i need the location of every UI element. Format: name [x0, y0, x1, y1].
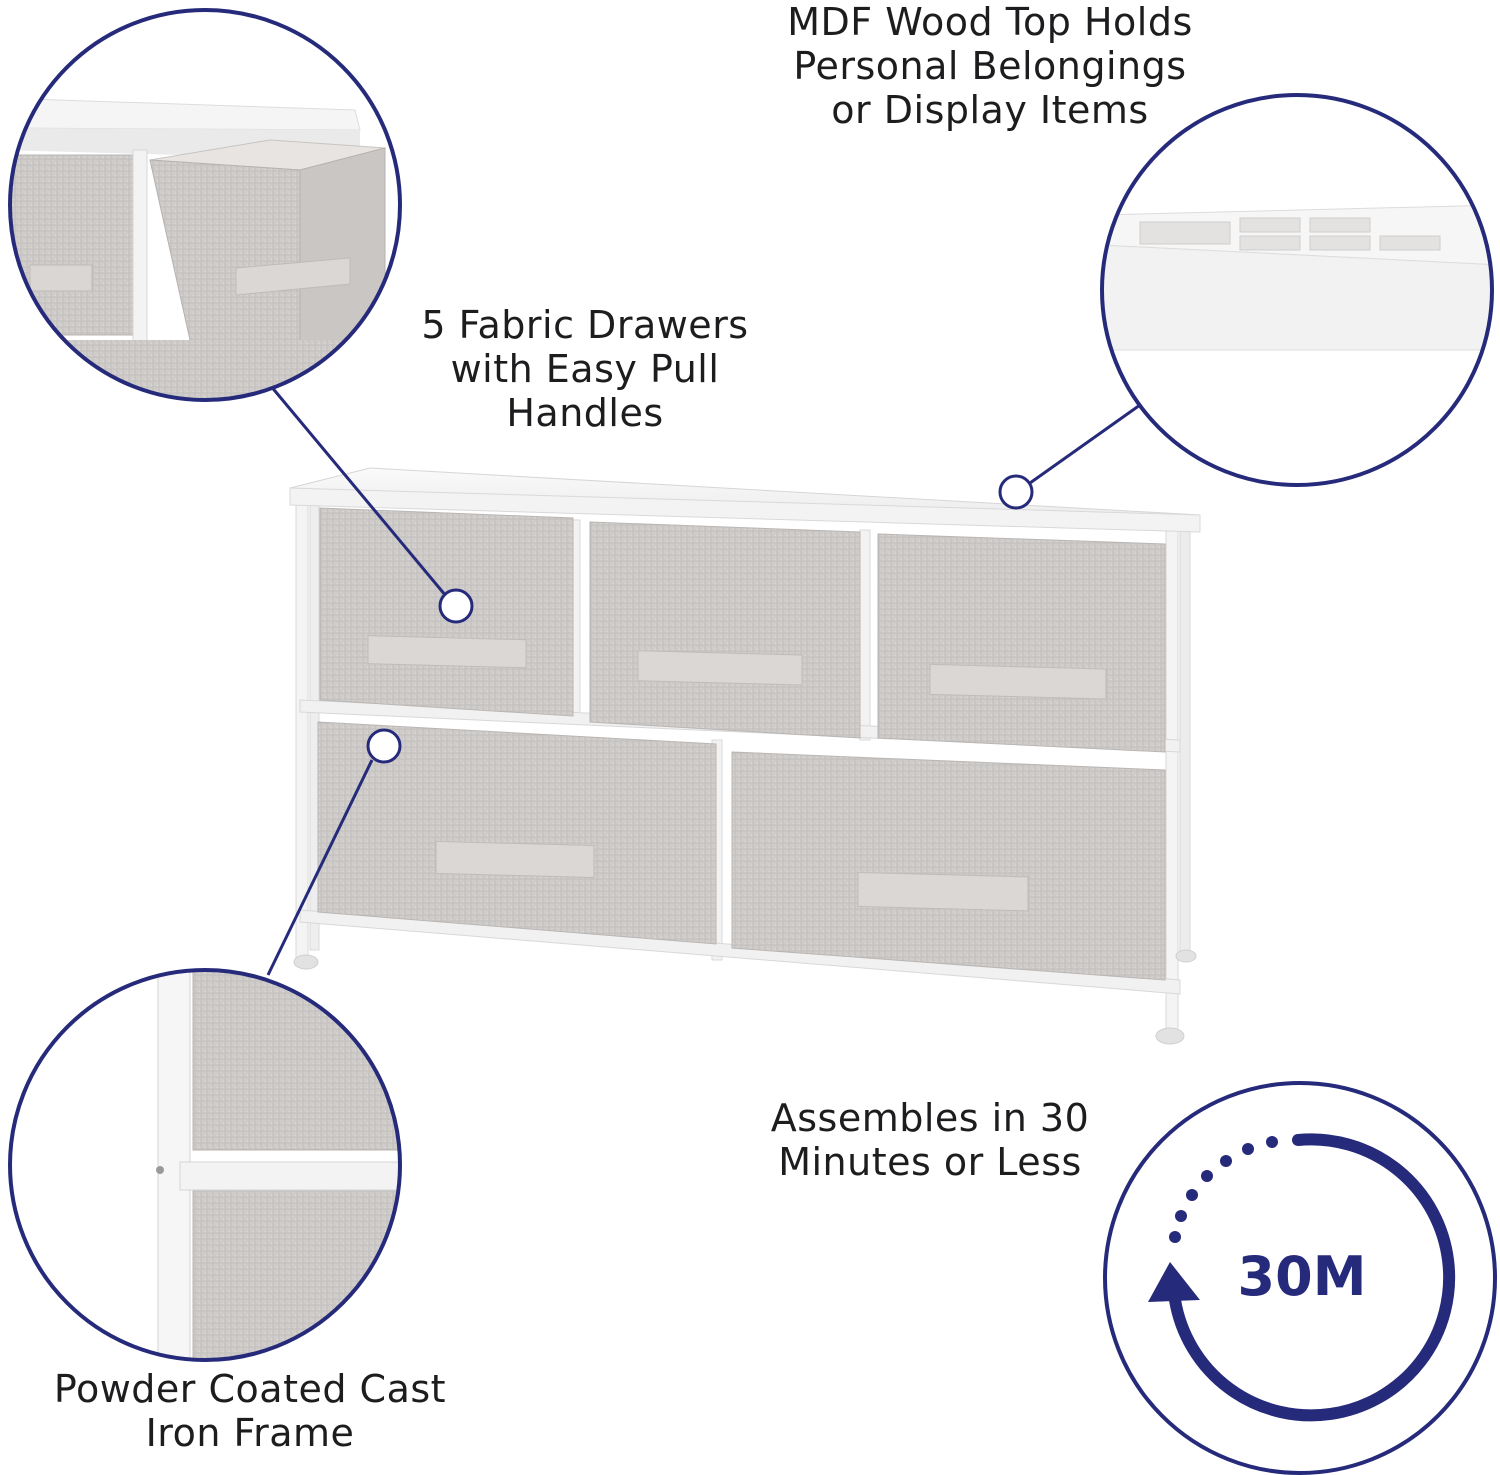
dotted-tail: [1169, 1136, 1278, 1243]
callout-dots: [366, 474, 1034, 764]
detail-circle-drawers: [8, 8, 402, 402]
feature-label-assembly: Assembles in 30 Minutes or Less: [700, 1096, 1160, 1184]
feature-label-top: MDF Wood Top Holds Personal Belongings o…: [700, 0, 1280, 132]
callout-dot-frame: [366, 728, 402, 764]
assembly-timer-badge: 30M: [1103, 1081, 1497, 1475]
feature-line: or Display Items: [831, 88, 1149, 132]
dresser: [289, 467, 1201, 1045]
drawer: [317, 721, 717, 945]
feature-line: Handles: [506, 391, 664, 435]
feature-label-frame: Powder Coated Cast Iron Frame: [0, 1367, 500, 1455]
feature-label-drawers: 5 Fabric Drawers with Easy Pull Handles: [370, 303, 800, 435]
feature-line: Minutes or Less: [778, 1140, 1082, 1184]
feature-line: Iron Frame: [145, 1411, 355, 1455]
callout-dot-drawers: [438, 588, 474, 624]
drawer: [589, 521, 861, 739]
feature-line: Assembles in 30: [770, 1096, 1090, 1140]
feature-line: Powder Coated Cast: [53, 1367, 447, 1411]
feature-line: Personal Belongings: [793, 44, 1187, 88]
detail-circle-frame: [8, 968, 402, 1362]
drawer: [877, 533, 1166, 753]
callout-lines: [266, 384, 1141, 976]
arrow-head-icon: [1148, 1262, 1200, 1302]
badge-text: 30M: [1238, 1245, 1367, 1308]
drawer: [731, 751, 1166, 981]
feature-line: MDF Wood Top Holds: [787, 0, 1193, 44]
callout-dot-top: [998, 474, 1034, 510]
feature-line: with Easy Pull: [450, 347, 720, 391]
feature-line: 5 Fabric Drawers: [421, 303, 749, 347]
detail-circle-top: [1100, 93, 1494, 487]
